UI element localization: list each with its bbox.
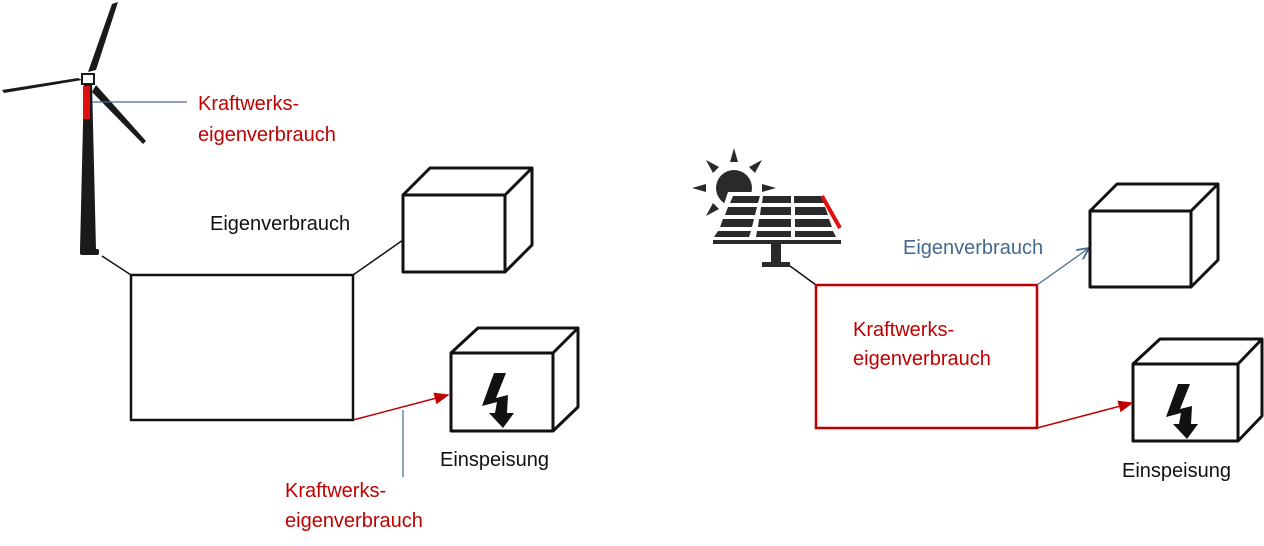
lightning-icon xyxy=(482,373,514,428)
arrow-label-line1: Kraftwerks- xyxy=(285,480,386,502)
wind-turbine-icon xyxy=(2,2,146,255)
arrow-label-line2: eigenverbrauch xyxy=(285,510,423,532)
solar-panel-icon xyxy=(692,148,842,267)
right-box-label-line1: Kraftwerks- xyxy=(853,319,954,341)
right-self-consumption-label: Eigenverbrauch xyxy=(903,237,1043,259)
left-self-consumption-connector xyxy=(352,239,404,276)
left-feed-in-label: Einspeisung xyxy=(440,449,549,471)
turbine-label-line1: Kraftwerks- xyxy=(198,93,299,115)
right-consumer-cube-icon xyxy=(1088,182,1220,289)
right-feed-in-arrow xyxy=(1036,400,1134,429)
right-inverter-box xyxy=(814,283,1039,430)
right-grid-cube-icon xyxy=(1131,337,1264,443)
panel-self-consumption-marker xyxy=(820,195,842,229)
lightning-icon xyxy=(1166,384,1198,439)
left-feed-in-arrow xyxy=(352,392,450,421)
solar-connector xyxy=(789,265,817,286)
turbine-label-line2: eigenverbrauch xyxy=(198,124,336,146)
left-self-consumption-label: Eigenverbrauch xyxy=(210,213,350,235)
left-consumer-cube-icon xyxy=(401,166,534,274)
turbine-self-consumption-marker xyxy=(83,86,90,119)
right-feed-in-label: Einspeisung xyxy=(1122,460,1231,482)
right-box-label-line2: eigenverbrauch xyxy=(853,348,991,370)
left-grid-cube-icon xyxy=(449,326,580,433)
turbine-connector xyxy=(101,255,132,276)
right-self-consumption-arrow xyxy=(1036,248,1089,286)
left-converter-box xyxy=(129,273,355,422)
